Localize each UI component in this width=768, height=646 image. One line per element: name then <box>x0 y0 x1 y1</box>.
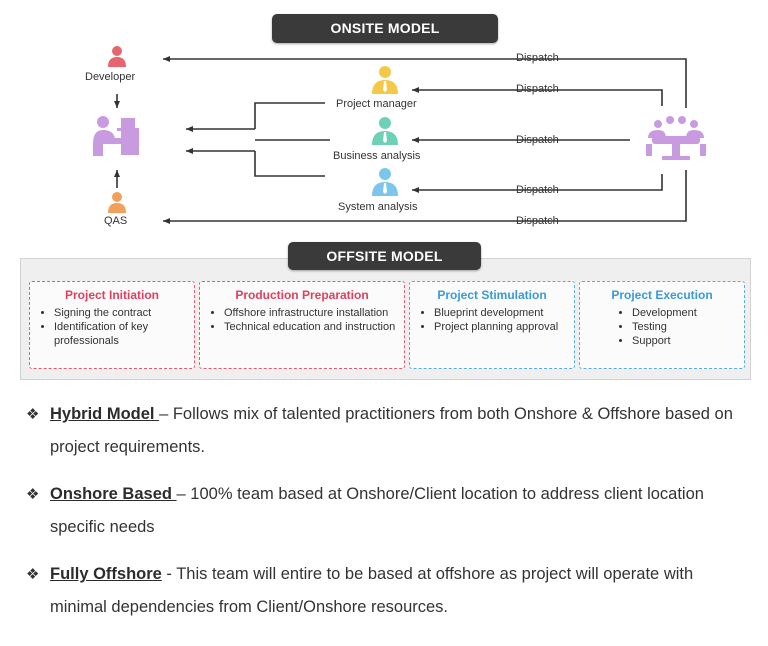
note-text: - This team will entire to be based at o… <box>50 565 694 616</box>
note-onshore-based: ❖ Onshore Based – 100% team based at Ons… <box>26 478 746 544</box>
developer-label: Developer <box>85 71 136 83</box>
model-notes: ❖ Hybrid Model – Follows mix of talented… <box>26 398 746 638</box>
onsite-model-diagram <box>93 46 706 224</box>
offsite-model-panel: Project Initiation Signing the contract … <box>20 258 751 380</box>
team-member-desk-icon <box>93 116 139 156</box>
business-analysis-label: Business analysis <box>333 150 421 162</box>
qas-person-icon <box>108 192 126 213</box>
note-text: – 100% team based at Onshore/Client loca… <box>50 485 704 536</box>
meeting-table-icon <box>646 116 706 160</box>
dispatch-label: Dispatch <box>516 184 559 196</box>
business-analysis-icon <box>372 117 398 145</box>
phase-title: Production Preparation <box>235 288 369 302</box>
phase-item: Offshore infrastructure installation <box>224 306 398 320</box>
phase-title: Project Initiation <box>64 288 159 302</box>
developer-person-icon <box>108 46 126 67</box>
phase-item: Support <box>632 334 738 348</box>
phase-items: Development Testing Support <box>586 306 738 348</box>
offsite-model-header: OFFSITE MODEL <box>288 242 481 270</box>
phase-title: Project Execution <box>611 288 713 302</box>
dispatch-connectors <box>486 58 687 222</box>
note-hybrid-model: ❖ Hybrid Model – Follows mix of talented… <box>26 398 746 464</box>
dispatch-label: Dispatch <box>516 215 559 227</box>
diamond-bullet-icon: ❖ <box>26 406 40 423</box>
phase-item: Signing the contract <box>54 306 188 320</box>
note-term: Onshore Based <box>50 485 177 503</box>
diamond-bullet-icon: ❖ <box>26 566 40 583</box>
system-analysis-label: System analysis <box>338 201 418 213</box>
phase-items: Blueprint development Project planning a… <box>416 306 568 334</box>
phase-item: Development <box>632 306 738 320</box>
phase-item: Identification of key professionals <box>54 320 188 348</box>
system-analysis-icon <box>372 168 398 196</box>
qas-label: QAS <box>104 215 128 227</box>
dispatch-label: Dispatch <box>516 134 559 146</box>
phase-title: Project Stimulation <box>437 288 547 302</box>
phase-items: Signing the contract Identification of k… <box>36 306 188 348</box>
roles-to-team-connectors <box>254 102 330 177</box>
project-manager-icon <box>372 66 398 94</box>
phase-card-project-initiation: Project Initiation Signing the contract … <box>29 281 195 369</box>
note-text: – Follows mix of talented practitioners … <box>50 405 733 456</box>
phase-items: Offshore infrastructure installation Tec… <box>206 306 398 334</box>
dispatch-label: Dispatch <box>516 52 559 64</box>
phase-card-production-preparation: Production Preparation Offshore infrastr… <box>199 281 405 369</box>
phase-item: Project planning approval <box>434 320 568 334</box>
onsite-model-header: ONSITE MODEL <box>272 14 498 43</box>
phase-item: Testing <box>632 320 738 334</box>
phase-card-project-stimulation: Project Stimulation Blueprint developmen… <box>409 281 575 369</box>
phase-item: Blueprint development <box>434 306 568 320</box>
note-term: Hybrid Model <box>50 405 160 423</box>
project-manager-label: Project manager <box>336 98 417 110</box>
note-term: Fully Offshore <box>50 565 162 583</box>
dispatch-label: Dispatch <box>516 83 559 95</box>
diamond-bullet-icon: ❖ <box>26 486 40 503</box>
phase-card-project-execution: Project Execution Development Testing Su… <box>579 281 745 369</box>
note-fully-offshore: ❖ Fully Offshore - This team will entire… <box>26 558 746 624</box>
phase-item: Technical education and instruction <box>224 320 398 334</box>
